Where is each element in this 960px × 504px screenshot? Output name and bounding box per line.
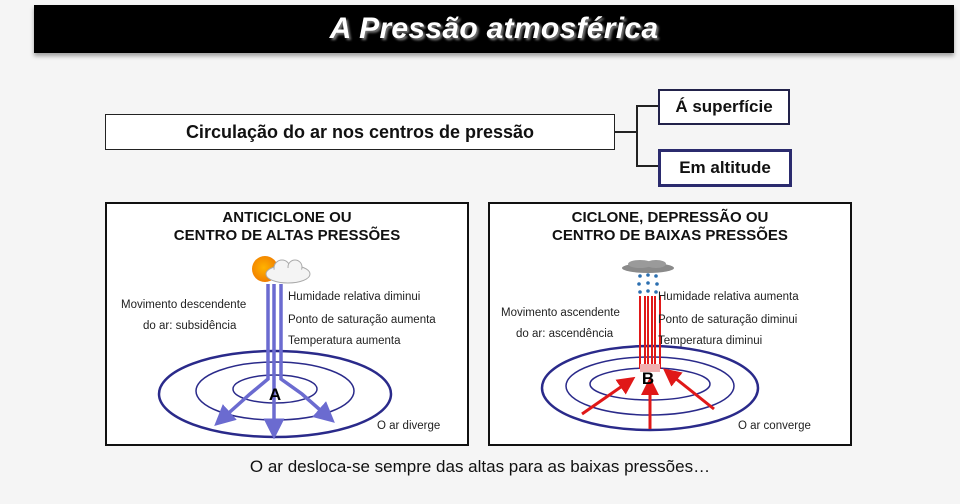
cyclone-diagram: B [540,260,760,432]
panel-title-line: CICLONE, DEPRESSÃO OU [571,209,769,226]
cyclone-panel: CICLONE, DEPRESSÃO OU CENTRO DE BAIXAS P… [488,202,852,446]
anticyclone-panel: ANTICICLONE OU CENTRO DE ALTAS PRESSÕES [105,202,469,446]
movement-label: Movimento ascendente [501,307,620,319]
rain-cloud-icon [622,260,674,294]
movement-label: do ar: ascendência [516,328,614,340]
movement-label: Movimento descendente [121,299,247,311]
connector-line [614,131,636,133]
flow-label: O ar converge [738,420,811,432]
connector-line [636,105,638,166]
fact-label: Humidade relativa aumenta [658,291,799,303]
anticyclone-diagram: A [157,256,393,440]
fact-label: Humidade relativa diminui [288,291,421,303]
fact-label: Temperatura diminui [658,335,763,347]
panel-title: ANTICICLONE OU CENTRO DE ALTAS PRESSÕES [107,209,467,245]
branch-label: Á superfície [675,97,773,116]
fact-label: Temperatura aumenta [288,335,401,347]
center-letter: A [269,385,281,404]
title-bar: A Pressão atmosférica [34,5,954,53]
panel-title-line: ANTICICLONE OU [222,209,352,226]
main-concept-box: Circulação do ar nos centros de pressão [105,114,615,150]
flow-label: O ar diverge [377,420,441,432]
panel-title: CICLONE, DEPRESSÃO OU CENTRO DE BAIXAS P… [490,209,850,245]
branch-label: Em altitude [679,158,771,177]
fact-label: Ponto de saturação aumenta [288,314,436,326]
movement-label: do ar: subsidência [143,320,237,332]
fact-label: Ponto de saturação diminui [658,314,798,326]
branch-superficie: Á superfície [658,89,790,125]
footer-caption: O ar desloca-se sempre das altas para as… [249,457,711,476]
connector-line [636,105,658,107]
branch-altitude: Em altitude [658,149,792,187]
panel-title-line: CENTRO DE ALTAS PRESSÕES [173,227,401,244]
connector-line [636,165,658,167]
page-title: A Pressão atmosférica [329,12,659,45]
panel-title-line: CENTRO DE BAIXAS PRESSÕES [552,227,788,244]
main-concept-label: Circulação do ar nos centros de pressão [185,121,535,142]
sun-cloud-icon [252,256,311,284]
center-letter: B [642,369,654,388]
